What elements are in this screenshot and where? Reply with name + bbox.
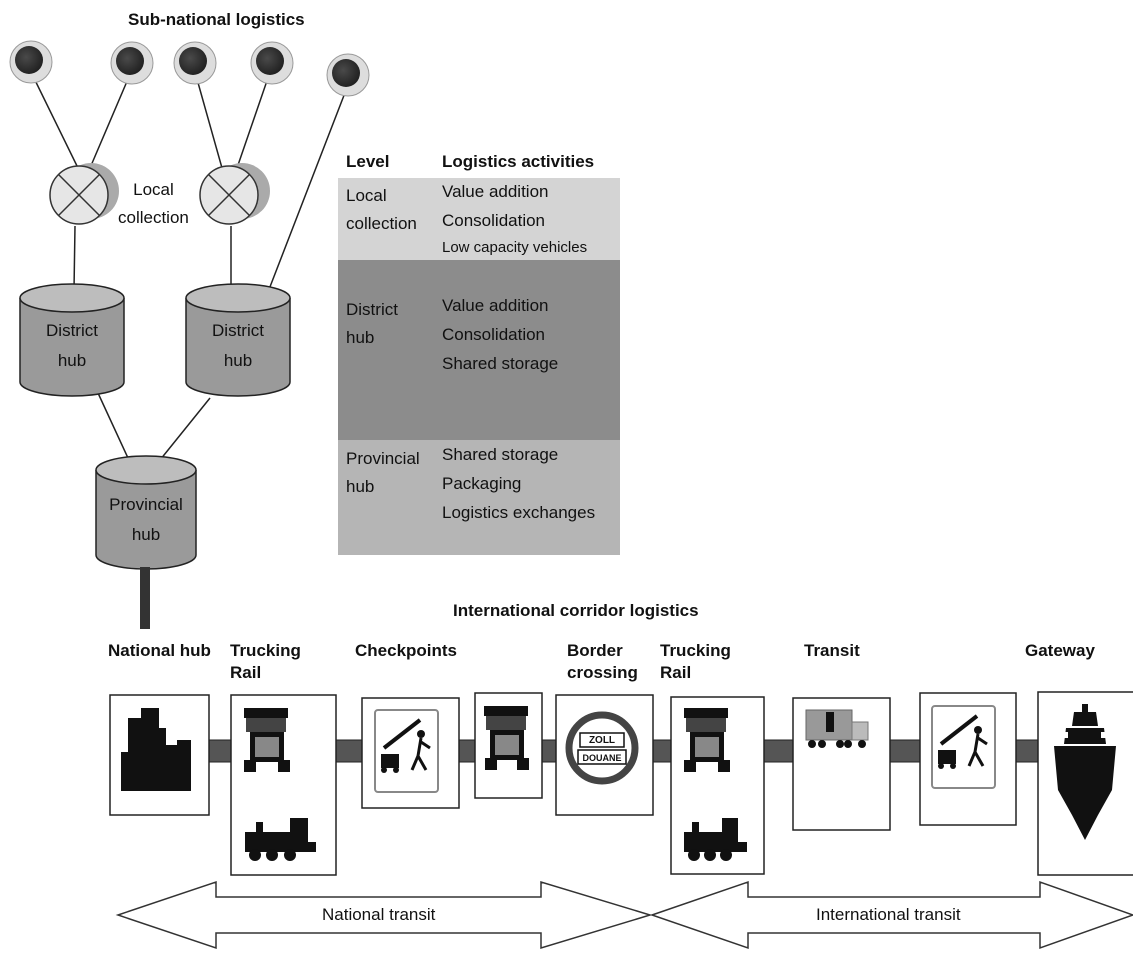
provincial-to-national-link xyxy=(140,567,150,629)
table-header-level: Level xyxy=(346,152,390,171)
stage-transit: Transit xyxy=(804,641,860,660)
stage-national-hub: National hub xyxy=(108,641,211,660)
table-level-local: Local collection xyxy=(346,186,417,233)
table-activity: Consolidation xyxy=(442,211,546,230)
locomotive-icon-1 xyxy=(245,818,316,861)
source-node-5 xyxy=(326,53,370,97)
douane-sign-bottom-text: DOUANE xyxy=(582,753,622,763)
collection-point-1 xyxy=(49,163,119,225)
zoll-douane-sign-icon xyxy=(565,711,639,785)
provincial-hub-cylinder xyxy=(95,455,197,570)
truck-icon-2 xyxy=(484,706,529,770)
city-buildings-icon xyxy=(121,708,191,791)
table-activity: Value addition xyxy=(442,182,549,201)
tree-connectors xyxy=(30,71,349,461)
district-hub-1-label: District hub xyxy=(46,321,98,370)
table-activity: Value addition xyxy=(442,296,549,315)
checkpoint-barrier-icon-2 xyxy=(931,705,996,789)
table-activity: Consolidation xyxy=(442,325,546,344)
sub-national-title: Sub-national logistics xyxy=(128,10,305,29)
source-node-4 xyxy=(250,41,294,85)
table-activity: Shared storage xyxy=(442,354,559,373)
truck-icon-1 xyxy=(244,708,290,772)
collection-point-2 xyxy=(199,163,270,225)
container-truck-icon xyxy=(805,709,869,748)
table-activity: Shared storage xyxy=(442,445,559,464)
table-activity: Logistics exchanges xyxy=(442,503,596,522)
locomotive-icon-2 xyxy=(684,818,747,861)
checkpoint-barrier-icon-1 xyxy=(374,709,439,793)
table-row-bg-district xyxy=(338,260,620,440)
district-hub-1-cylinder xyxy=(19,283,125,397)
truck-icon-3 xyxy=(684,708,730,772)
stage-trucking-rail-1: Trucking Rail xyxy=(230,641,301,682)
source-node-1 xyxy=(9,40,53,84)
source-node-3 xyxy=(173,41,217,85)
source-node-2 xyxy=(110,41,154,85)
table-activity: Packaging xyxy=(442,474,522,493)
table-level-provincial: Provincial hub xyxy=(346,449,420,496)
local-collection-label: Local collection xyxy=(118,180,189,227)
stage-checkpoints: Checkpoints xyxy=(355,641,458,660)
table-activity: Low capacity vehicles xyxy=(442,239,588,256)
table-level-district: District hub xyxy=(346,300,398,347)
international-transit-arrow xyxy=(649,880,1133,950)
zoll-sign-top-text: ZOLL xyxy=(588,735,616,746)
table-row-bg-local xyxy=(338,178,620,260)
district-hub-2-cylinder xyxy=(185,283,291,397)
stage-border-crossing: Border crossing xyxy=(567,641,638,682)
table-row-bg-provincial xyxy=(338,440,620,555)
stage-gateway: Gateway xyxy=(1025,641,1095,660)
international-transit-label: International transit xyxy=(816,905,961,924)
corridor-title: International corridor logistics xyxy=(453,601,699,620)
stage-trucking-rail-2: Trucking Rail xyxy=(660,641,731,682)
table-header-activities: Logistics activities xyxy=(442,152,595,171)
district-hub-2-label: District hub xyxy=(212,321,264,370)
ship-icon xyxy=(1054,704,1116,840)
provincial-hub-label: Provincial hub xyxy=(109,495,183,544)
national-transit-label: National transit xyxy=(322,905,436,924)
